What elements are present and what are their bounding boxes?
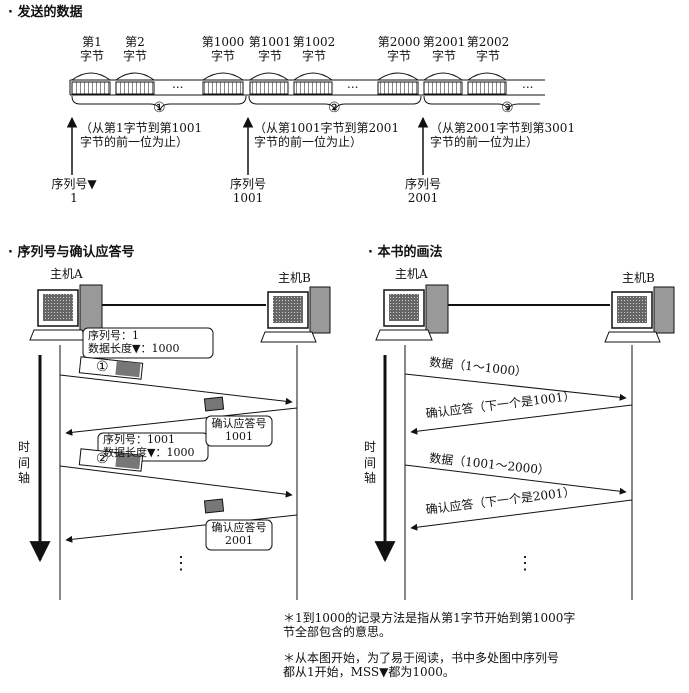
book-host-b-computer-icon — [604, 286, 675, 343]
book-ack-arrow-2 — [410, 499, 633, 531]
book-host-a-label: 主机A — [395, 267, 428, 281]
seq-box-1 — [82, 327, 214, 359]
host-b-label: 主机B — [278, 271, 311, 285]
book-data-arrow-1 — [404, 373, 627, 401]
ack-arrow-2 — [65, 514, 298, 543]
strip-dots-2: ... — [347, 77, 359, 91]
host-b-computer-icon — [260, 286, 331, 343]
note-2: ＊从本图开始，为了易于阅读，书中多处图中序列号都从1开始，MSS▼都为1000。 — [283, 651, 560, 679]
strip-dots-3: ... — [522, 77, 534, 91]
strip-dots-1: ... — [172, 77, 184, 91]
section-title-send: · 发送的数据 — [8, 5, 83, 20]
book-ack-arrow-1 — [410, 404, 633, 435]
ack-packet-1 — [203, 396, 225, 412]
ack-arrow-1 — [65, 407, 298, 436]
ack-box-1 — [205, 415, 273, 447]
book-host-a-computer-icon — [375, 284, 449, 341]
packet-num-1: ① — [96, 359, 109, 375]
book-more-dots: ⋮ — [516, 553, 534, 574]
byte-strip — [69, 72, 545, 112]
segment-num-3: ③ — [501, 100, 514, 116]
section-title-book: · 本书的画法 — [368, 245, 443, 260]
segment-num-1: ① — [153, 100, 166, 116]
time-axis-label: 时间轴 — [18, 440, 31, 486]
data-arrow-1 — [59, 374, 293, 405]
segment-num-2: ② — [328, 100, 341, 116]
host-a-computer-icon — [29, 284, 103, 341]
book-time-axis-label: 时间轴 — [364, 440, 377, 486]
note-1: ＊1到1000的记录方法是指从第1字节开始到第1000字节全部包含的意思。 — [283, 611, 576, 639]
host-a-label: 主机A — [50, 267, 83, 281]
ack-box-2 — [205, 519, 273, 551]
book-data-arrow-2 — [404, 464, 627, 495]
section-title-seq-ack: · 序列号与确认应答号 — [8, 245, 135, 260]
book-host-b-label: 主机B — [622, 271, 655, 285]
seq-marker-1: 序列号▼1 — [51, 177, 97, 205]
more-dots-left: ⋮ — [172, 553, 190, 574]
ack-packet-2 — [203, 498, 225, 514]
packet-num-2: ② — [96, 451, 109, 467]
data-arrow-2 — [59, 465, 293, 498]
